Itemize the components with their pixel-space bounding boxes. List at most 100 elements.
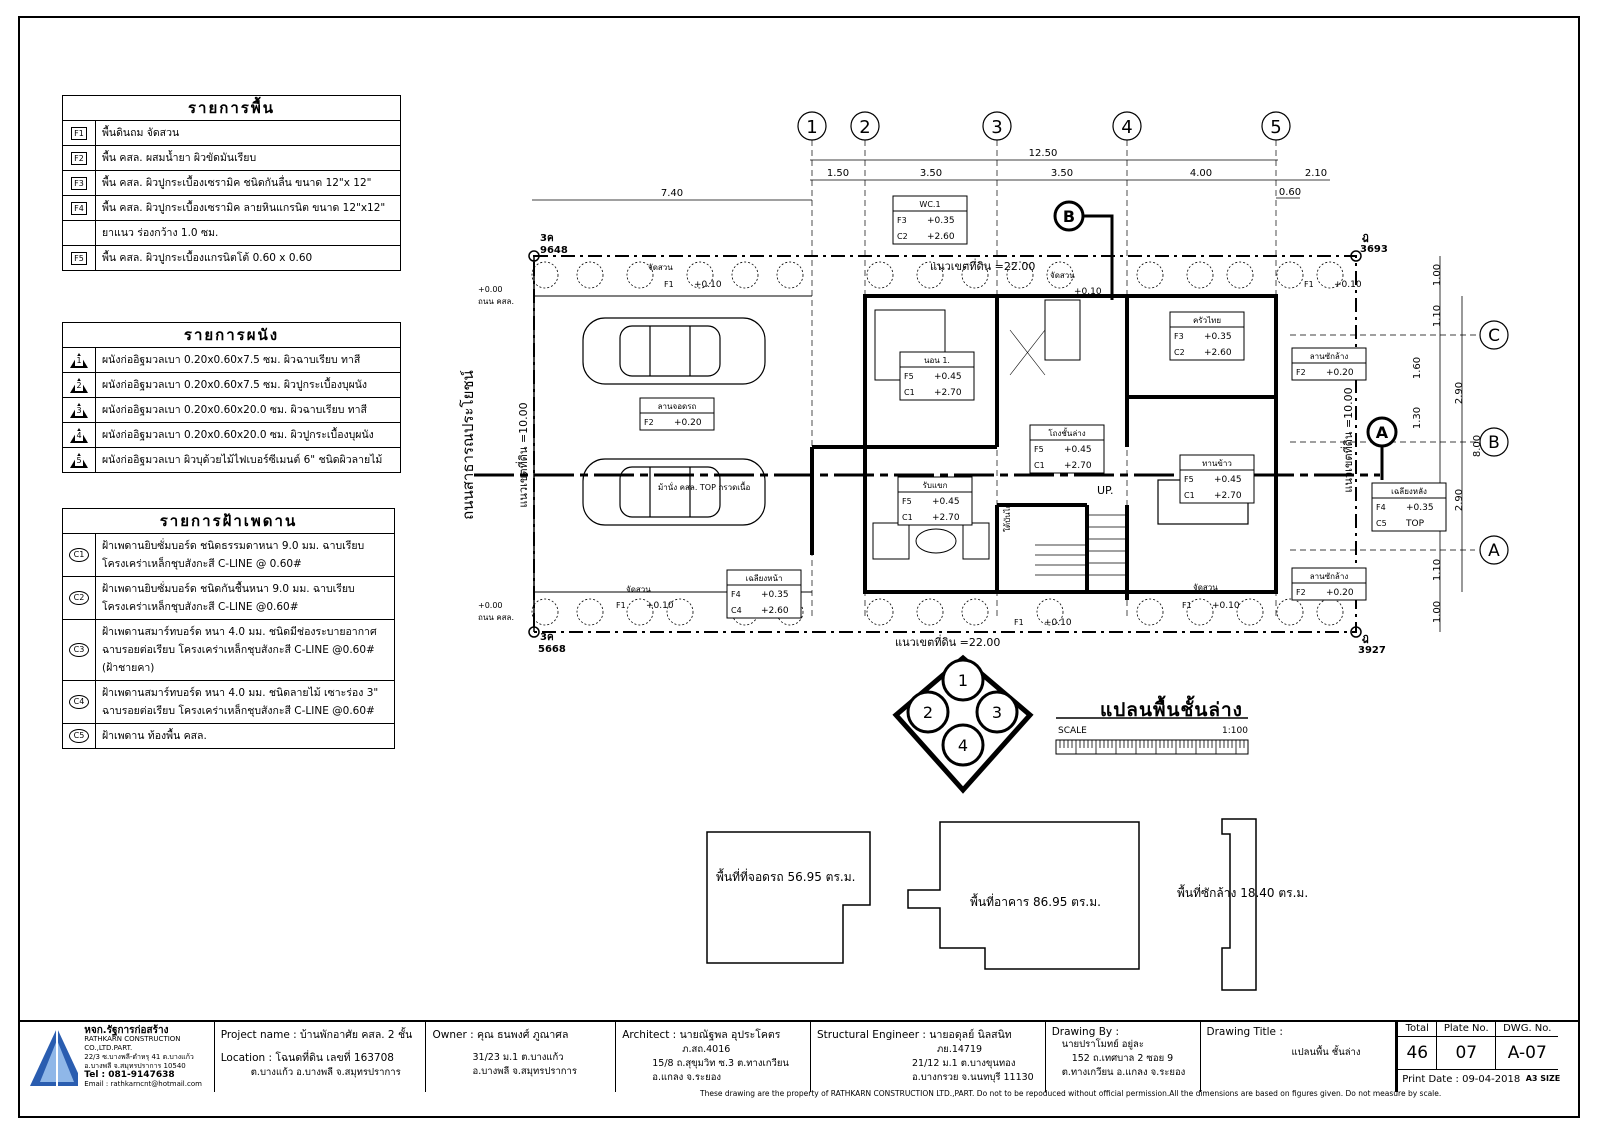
- wall-legend-text: ผนังก่ออิฐมวลเบา 0.20x0.60x20.0 ซม. ผิวป…: [102, 429, 374, 441]
- legend-code-cell: 2: [63, 373, 96, 397]
- project-name: บ้านพักอาศัย คสล. 2 ชั้น: [300, 1029, 413, 1041]
- floor-level: +0.10: [646, 601, 674, 611]
- floor-code: F4: [731, 590, 741, 599]
- floor-level: +0.10: [1334, 280, 1362, 290]
- stair-label: ใต้บันได: [1003, 503, 1012, 532]
- boundary-top: แนวเขตที่ดิน =22.00: [930, 258, 1035, 273]
- grid-row-A: A: [1479, 535, 1509, 565]
- floor-code: F2: [1296, 368, 1306, 377]
- struct-name: นายอดุลย์ นิลสนิท: [929, 1029, 1012, 1041]
- wall-legend-text: ผนังก่ออิฐมวลเบา 0.20x0.60x7.5 ซม. ผิวปู…: [102, 379, 368, 391]
- corner-br-b: 3927: [1358, 645, 1386, 656]
- floor-level: +0.20: [674, 418, 702, 428]
- drawing-by-name: นายปราโมทย์ อยู่ละ: [1061, 1039, 1144, 1050]
- corner-tr-b: 3693: [1360, 244, 1388, 255]
- floor-level: +0.10: [1074, 287, 1102, 297]
- ceiling-code-C4: C4: [69, 695, 89, 709]
- legend-code-cell: F3: [63, 171, 96, 195]
- floor-code: F1: [1182, 601, 1192, 610]
- floor-code-F4: F4: [71, 201, 87, 215]
- company-email: Email : rathkarncnt@hotmail.com: [84, 1080, 202, 1088]
- ceiling-code: C2: [897, 232, 908, 241]
- floor-level: +0.35: [1406, 503, 1434, 513]
- corner-tl-b: 9648: [540, 245, 568, 256]
- grid-col-5: 5: [1261, 111, 1291, 141]
- room-name: ลานซักล้าง: [1310, 352, 1349, 361]
- svg-text:4: 4: [1121, 117, 1132, 138]
- garden-label-2: จัดสวน: [1193, 583, 1218, 592]
- drawing-title-label: Drawing Title :: [1206, 1026, 1283, 1038]
- col-dim-1: 1.50: [827, 168, 849, 179]
- location-2: ต.บางแก้ว อ.บางพลี จ.สมุทรปราการ: [250, 1067, 401, 1078]
- struct-2: อ.บางกรวย จ.นนทบุรี 11130: [912, 1072, 1034, 1083]
- owner-cell: Owner : คุณ ธนพงศ์ ภูณาศล 31/23 ม.1 ต.บา…: [426, 1022, 617, 1092]
- row-dim-4: 1.30: [1412, 407, 1423, 429]
- up-label: UP.: [1097, 484, 1113, 497]
- floor-level: +0.35: [927, 216, 955, 226]
- floor-code: F5: [904, 372, 914, 381]
- floor-code: F3: [1174, 332, 1184, 341]
- wall-code-3: 3: [70, 402, 88, 418]
- wall-code-1: 1: [70, 352, 88, 368]
- corner-bl-a: 3ค: [540, 632, 554, 643]
- floor-code: F5: [1034, 445, 1044, 454]
- small-dim: 0.60: [1279, 187, 1301, 198]
- struct-label: Structural Engineer :: [817, 1029, 926, 1041]
- ceiling-code: C1: [1034, 461, 1045, 470]
- room-name: ครัวไทย: [1193, 316, 1221, 325]
- ceiling-code-C3: C3: [69, 643, 89, 657]
- company-tel: Tel : 081-9147638: [84, 1070, 175, 1080]
- car-icon-1: [582, 317, 766, 385]
- floor-level: +0.10: [1044, 618, 1072, 628]
- wall-code-2: 2: [70, 377, 88, 393]
- floor-code-F5: F5: [71, 251, 87, 265]
- ceiling-height: +2.60: [761, 606, 789, 616]
- road-level-bottom: +0.00: [478, 601, 503, 610]
- building-area-shape: [907, 821, 1140, 970]
- room-tag-garden-tr: F1+0.10: [1304, 280, 1362, 290]
- total-value: 46: [1398, 1037, 1438, 1070]
- owner-1: 31/23 ม.1 ต.บางแก้ว: [472, 1052, 564, 1063]
- svg-text:2: 2: [859, 117, 870, 138]
- floor-level: +0.20: [1326, 368, 1354, 378]
- svg-text:A: A: [1376, 423, 1389, 442]
- grid-col-3: 3: [982, 111, 1012, 141]
- floor-code: F4: [1376, 503, 1386, 512]
- ceiling-legend-line: ฝ้าเพดานยิบซั่มบอร์ด ชนิดธรรมดาหนา 9.0 ม…: [102, 540, 365, 552]
- room-tag-garden-bl: F1+0.10: [616, 601, 674, 611]
- ceiling-code: C4: [731, 606, 742, 615]
- grid-col-4: 4: [1112, 111, 1142, 141]
- floor-code: F1: [1014, 618, 1024, 627]
- ceiling-code-C5: C5: [69, 729, 89, 743]
- floor-code: F3: [897, 216, 907, 225]
- total-height: 8.00: [1472, 435, 1483, 457]
- legend-code-cell: F2: [63, 146, 96, 170]
- drawing-title-cell: Drawing Title : แปลนพื้น ชั้นล่าง: [1201, 1022, 1397, 1092]
- wall-legend-title: รายการผนัง: [63, 323, 400, 348]
- ceiling-height: +2.70: [934, 388, 962, 398]
- floor-level: +0.45: [1064, 445, 1092, 455]
- floor-legend-text: พื้น คสล. ผสมน้ำยา ผิวขัดมันเรียบ: [102, 152, 257, 164]
- area-building: พื้นที่อาคาร 86.95 ตร.ม.: [970, 893, 1101, 909]
- row-dim-8: 1.00: [1432, 601, 1443, 623]
- company-en: RATHKARN CONSTRUCTION CO.,LTD.PART.: [84, 1035, 181, 1052]
- section-marker-a: A: [1366, 416, 1398, 480]
- grid-col-1: 1: [797, 111, 827, 141]
- floor-level: +0.20: [1326, 588, 1354, 598]
- company-cell: หจก.รัฐการก่อสร้าง RATHKARN CONSTRUCTION…: [20, 1022, 215, 1092]
- wall-legend-row: 2 ผนังก่ออิฐมวลเบา 0.20x0.60x7.5 ซม. ผิวป…: [63, 373, 400, 398]
- floor-level: +0.10: [1212, 601, 1240, 611]
- drawing-by-label: Drawing By :: [1051, 1026, 1119, 1038]
- building-outline: [863, 294, 1278, 594]
